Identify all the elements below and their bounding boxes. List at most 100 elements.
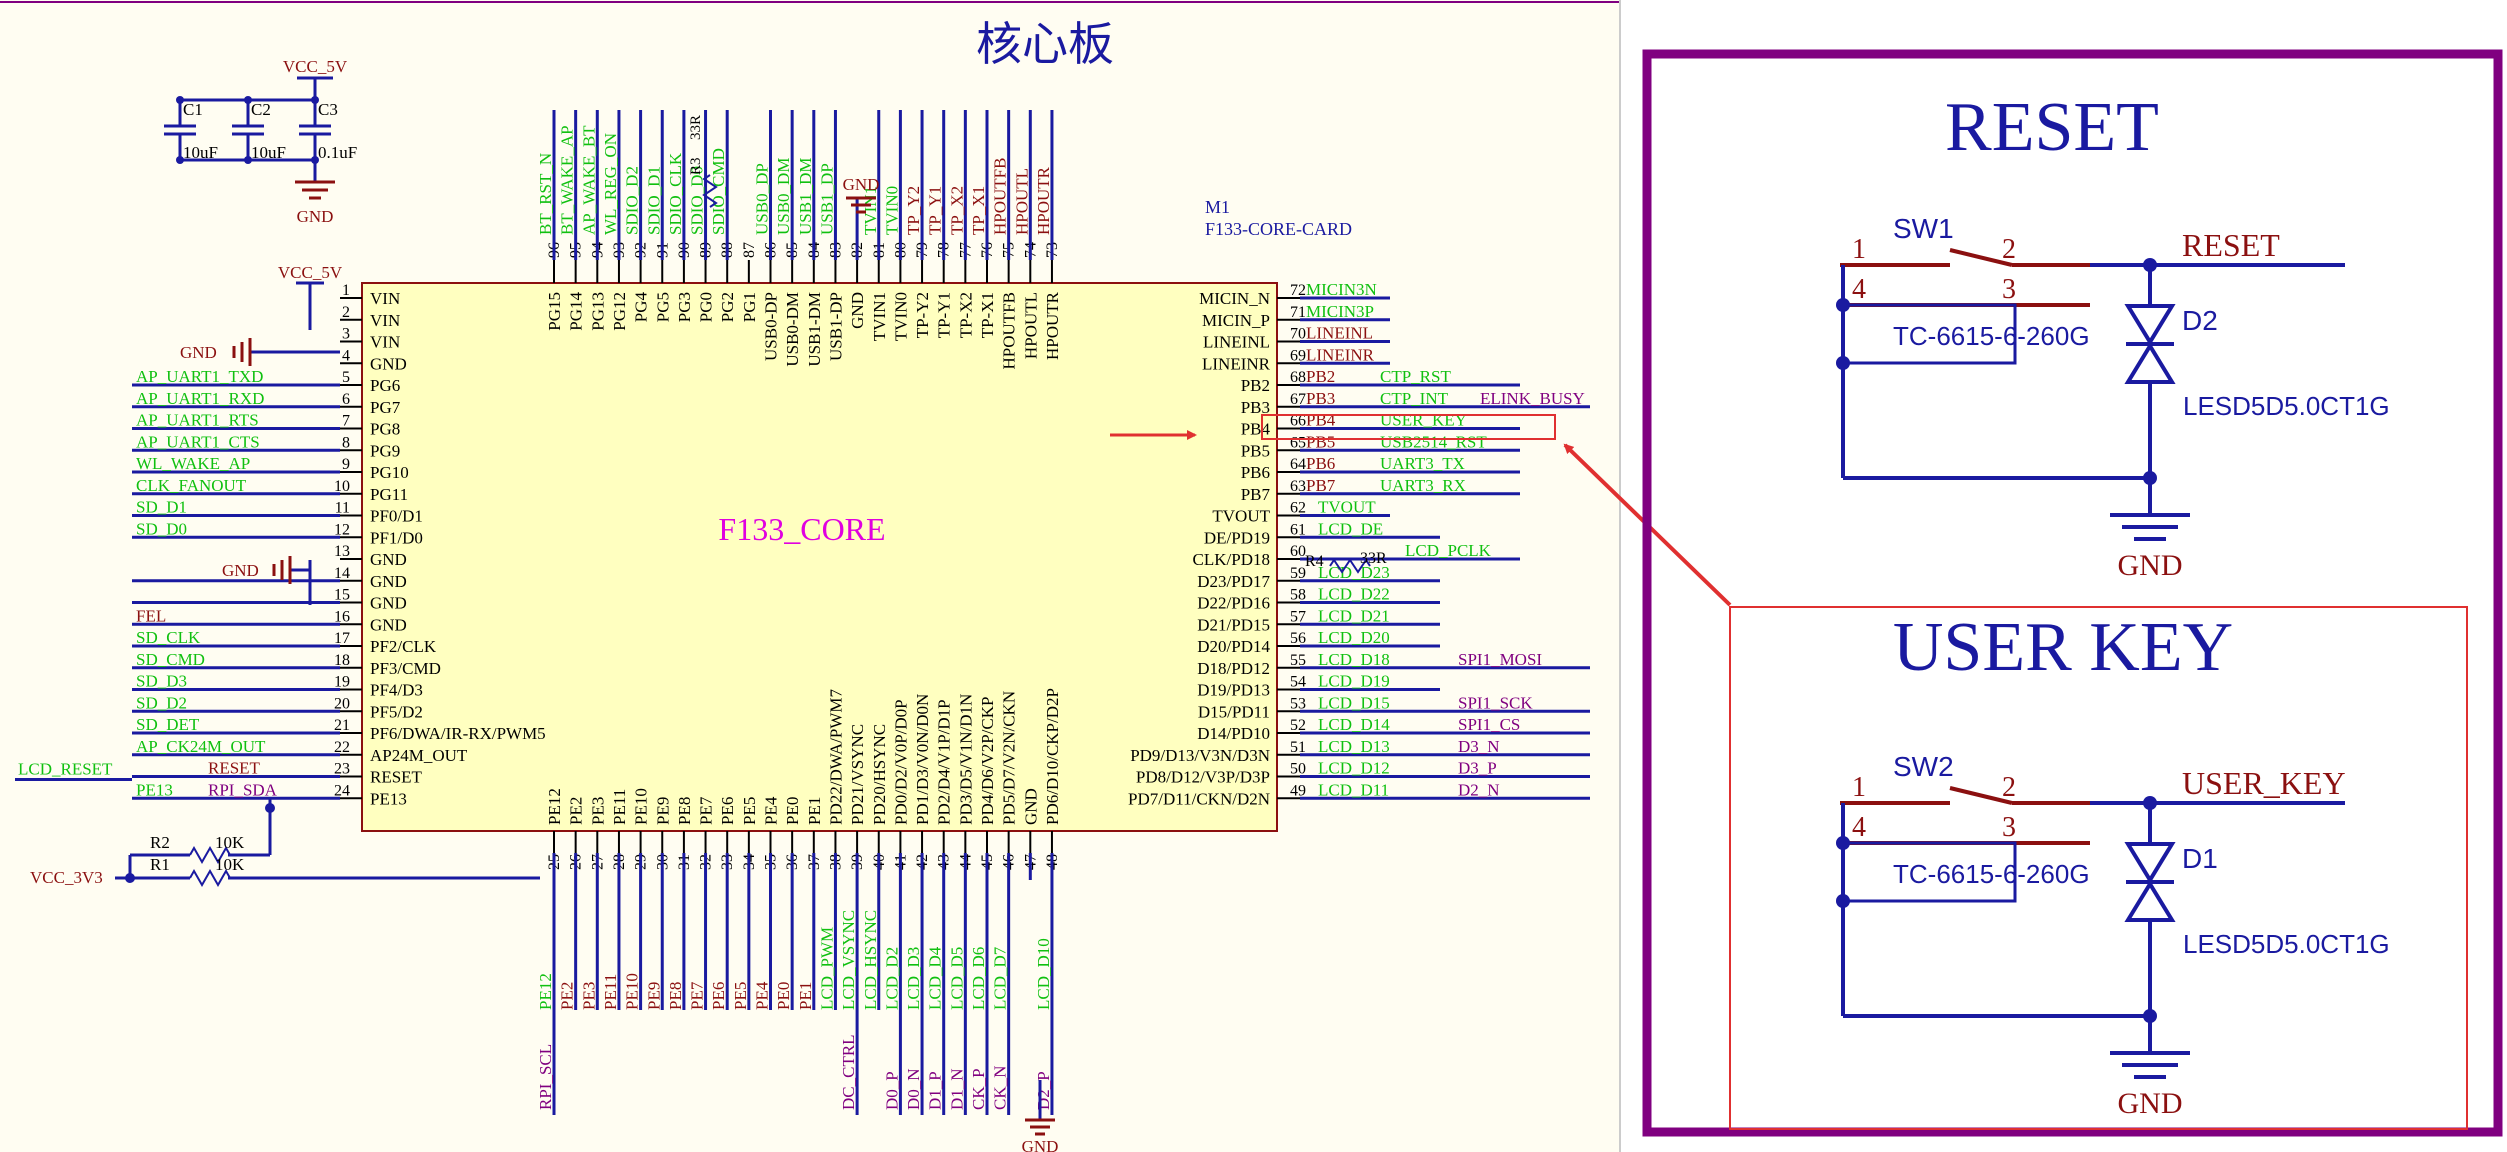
- pin-name: HPOUTR: [1043, 291, 1062, 360]
- net-label: SDIO_CMD: [709, 148, 728, 235]
- net-label: PE2: [558, 982, 577, 1010]
- pin-name: HPOUTFB: [1000, 292, 1019, 369]
- chip-name: F133_CORE: [718, 511, 885, 547]
- pin-name: USB1-DM: [805, 292, 824, 367]
- pin-number: 66: [1290, 413, 1306, 430]
- gnd-pin4: GND: [180, 338, 340, 366]
- net-label: LINEINL: [1306, 324, 1373, 343]
- pin-name: USB0-DP: [762, 292, 781, 361]
- pin-name: PE0: [783, 797, 802, 825]
- net-label: CLK_FANOUT: [136, 476, 247, 495]
- net-label: LCD_D15: [1318, 693, 1390, 712]
- net-label: AP_UART1_CTS: [136, 432, 260, 451]
- cap-ref: C2: [251, 100, 271, 119]
- switch-pin: 3: [2002, 812, 2016, 843]
- pin-name: CLK/PD18: [1193, 550, 1270, 569]
- net-label: PE7: [688, 981, 707, 1010]
- net-label-secondary: D2_P: [1034, 1071, 1053, 1110]
- r4-value: 33R: [1360, 550, 1387, 567]
- net-label: LCD_PCLK: [1405, 541, 1492, 560]
- capacitor-c3: C30.1uF: [299, 96, 357, 164]
- pin-number: 87: [741, 242, 758, 258]
- pin-name: GND: [370, 354, 407, 373]
- pin-name: VIN: [370, 289, 400, 308]
- net-label: LCD_VSYNC: [839, 910, 858, 1010]
- pin-name: MICIN_N: [1199, 289, 1270, 308]
- net-label: LCD_D14: [1318, 715, 1390, 734]
- pin-name: PE7: [697, 796, 716, 825]
- switch-pin: 1: [1852, 234, 1866, 265]
- net-label: LCD_D2: [882, 947, 901, 1010]
- gnd-label: GND: [1022, 1137, 1059, 1152]
- net-label: PE11: [601, 974, 620, 1010]
- pin-name: PB3: [1241, 398, 1270, 417]
- switch-pin: 2: [2002, 772, 2016, 803]
- pin-name: TP-Y1: [935, 292, 954, 338]
- pin-name: PD22/DWA/PWM7: [826, 688, 845, 825]
- pin-name: GND: [370, 572, 407, 591]
- pin-number: 13: [334, 543, 350, 560]
- gnd-label: GND: [180, 343, 217, 362]
- pin-name: LINEINR: [1202, 354, 1271, 373]
- pin-name: D21/PD15: [1197, 615, 1270, 634]
- pin-number: 59: [1290, 565, 1306, 582]
- pin-name: PD8/D12/V3P/D3P: [1136, 768, 1270, 787]
- pin-number: 12: [334, 521, 350, 538]
- net-label: USB0_DP: [753, 163, 772, 235]
- user-key-highlight-box: [1729, 606, 2468, 1130]
- pin-number: 3: [342, 326, 350, 343]
- net-label: PE9: [644, 982, 663, 1010]
- net-label-extra: D2_N: [1458, 780, 1500, 799]
- vcc5v-left-label: VCC_5V: [278, 263, 343, 282]
- net-label: USB1_DM: [796, 158, 815, 235]
- net-label: SD_D0: [136, 519, 187, 538]
- pin-name: TP-Y2: [913, 292, 932, 338]
- net-label: WL_WAKE_AP: [136, 454, 250, 473]
- pin-name: TP-X1: [978, 292, 997, 338]
- pin-number: 51: [1290, 739, 1306, 756]
- pin-name: GND: [370, 594, 407, 613]
- net-label: AP_WAKE_BT: [579, 125, 598, 235]
- net-label: SD_CMD: [136, 650, 205, 669]
- pin-number: 49: [1290, 782, 1306, 799]
- pin-name: PB4: [1241, 420, 1271, 439]
- net-label: LCD_D19: [1318, 672, 1390, 691]
- net-label: LCD_D22: [1318, 585, 1390, 604]
- pin-number: 19: [334, 674, 350, 691]
- gnd-label: GND: [843, 175, 880, 194]
- pin-name: PD0/D2/V0P/D0P: [891, 699, 910, 825]
- bottom-pin-group: 25PE12PE12RPI_SCL26PE2PE227PE3PE328PE11P…: [536, 688, 1062, 1115]
- pin-number: 22: [334, 739, 350, 756]
- net-label: USB0_DM: [774, 158, 793, 235]
- pin-name: TVIN0: [891, 292, 910, 341]
- pin-name: PE1: [805, 797, 824, 825]
- pin-number: 58: [1290, 587, 1306, 604]
- pin-number: 64: [1290, 456, 1306, 473]
- net-label: PE4: [753, 981, 772, 1010]
- net-label-extra: D3_P: [1458, 759, 1497, 778]
- pin-name: PF3/CMD: [370, 659, 441, 678]
- net-label: HPOUTFB: [991, 158, 1010, 235]
